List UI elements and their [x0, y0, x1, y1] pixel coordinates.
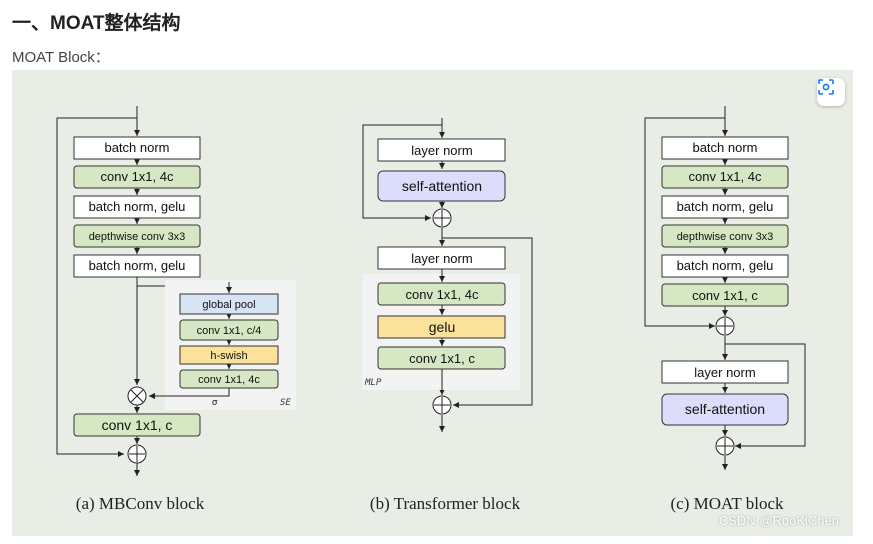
mbconv-batch-norm-label: batch norm — [104, 140, 169, 155]
moat-batch-norm-box — [661, 136, 789, 160]
se-hswish-label: h-swish — [210, 350, 247, 362]
moat-bn-gelu2-label: batch norm, gelu — [677, 258, 774, 273]
transformer-gelu-box — [377, 315, 506, 339]
transformer-conv2-box — [377, 346, 506, 370]
mbconv-depthwise-label: depthwise conv 3x3 — [89, 231, 186, 243]
se-global-pool-box — [179, 293, 279, 315]
moat-conv1-label: conv 1x1, 4c — [689, 169, 762, 184]
moat-depthwise-label: depthwise conv 3x3 — [677, 231, 774, 243]
transformer-conv2-label: conv 1x1, c — [409, 351, 475, 366]
se-conv2-box — [179, 369, 279, 389]
sigma-label: σ — [212, 397, 218, 407]
transformer-layer-norm1-label: layer norm — [411, 143, 472, 158]
se-conv1-box — [179, 319, 279, 341]
se-conv1-label: conv 1x1, c/4 — [197, 325, 262, 337]
moat-bn-gelu1-label: batch norm, gelu — [677, 199, 774, 214]
focus-scan-icon — [818, 79, 834, 95]
moat-conv-out-label: conv 1x1, c — [692, 288, 758, 303]
transformer-layer-norm2-label: layer norm — [411, 251, 472, 266]
transformer-layer-norm2-box — [377, 246, 506, 270]
se-conv2-label: conv 1x1, 4c — [198, 374, 260, 386]
moat-layer-norm-box — [661, 360, 789, 384]
mbconv-bn-gelu2-label: batch norm, gelu — [89, 258, 186, 273]
figure-image: SE MLP σ batch norm conv 1x1, 4c batch n… — [12, 70, 853, 536]
moat-self-attention-label: self-attention — [685, 401, 765, 417]
mbconv-batch-norm-box — [73, 136, 201, 160]
plus-circle-icon — [127, 444, 147, 464]
moat-bn-gelu1-box — [661, 195, 789, 219]
plus-circle-icon — [432, 208, 452, 228]
transformer-self-attention-box — [377, 170, 506, 202]
moat-batch-norm-label: batch norm — [692, 140, 757, 155]
transformer-self-attention-label: self-attention — [402, 178, 482, 194]
moat-depthwise-box — [661, 224, 789, 248]
mbconv-conv1-box — [73, 165, 201, 189]
moat-bn-gelu2-box — [661, 254, 789, 278]
watermark: CSDN @RooKiChen — [718, 513, 839, 528]
caption-transformer: (b) Transformer block — [370, 494, 521, 513]
architecture-diagram: SE MLP σ batch norm conv 1x1, 4c batch n… — [56, 106, 806, 513]
moat-layer-norm-label: layer norm — [694, 365, 755, 380]
plus-circle-icon — [432, 395, 452, 415]
transformer-layer-norm1-box — [377, 138, 506, 162]
plus-circle-icon — [715, 436, 735, 456]
times-circle-icon — [127, 386, 147, 406]
mlp-tag: MLP — [364, 378, 382, 388]
se-global-pool-label: global pool — [202, 299, 255, 311]
transformer-conv1-box — [377, 282, 506, 306]
se-tag: SE — [280, 398, 291, 408]
caption-moat: (c) MOAT block — [671, 494, 784, 513]
transformer-gelu-label: gelu — [429, 319, 455, 335]
figure-subtitle: MOAT Block： — [12, 49, 110, 66]
mbconv-bn-gelu1-label: batch norm, gelu — [89, 199, 186, 214]
plus-circle-icon — [715, 316, 735, 336]
moat-self-attention-box — [661, 393, 789, 426]
moat-conv1-box — [661, 165, 789, 189]
mbconv-conv-out-label: conv 1x1, c — [102, 417, 173, 433]
moat-conv-out-box — [661, 283, 789, 307]
page-heading: 一、MOAT整体结构 — [12, 13, 181, 34]
se-hswish-box — [179, 345, 279, 365]
zoom-button[interactable] — [817, 78, 845, 106]
mbconv-conv1-label: conv 1x1, 4c — [101, 169, 174, 184]
transformer-conv1-label: conv 1x1, 4c — [406, 287, 479, 302]
mbconv-bn-gelu1-box — [73, 195, 201, 219]
mbconv-conv-out-box — [73, 413, 201, 437]
mbconv-depthwise-box — [73, 224, 201, 248]
caption-mbconv: (a) MBConv block — [76, 494, 205, 513]
mbconv-bn-gelu2-box — [73, 254, 201, 278]
